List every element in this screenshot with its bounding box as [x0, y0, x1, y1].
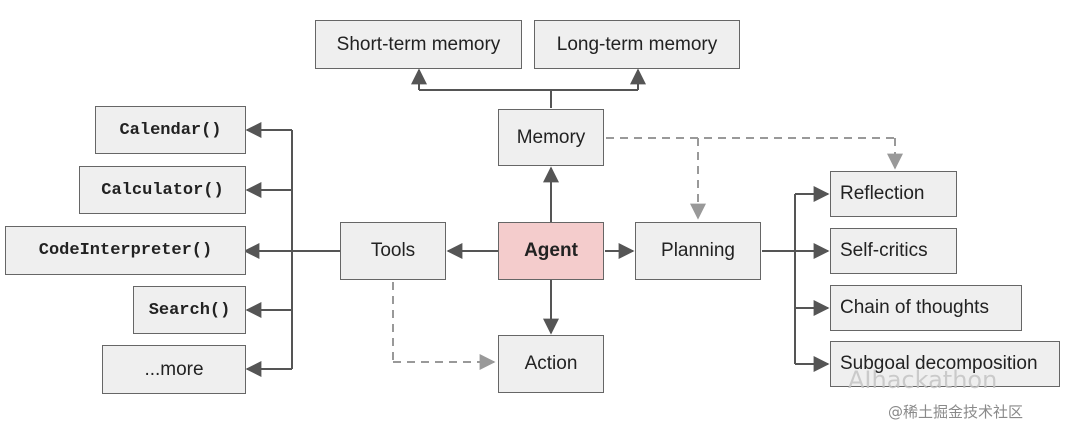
chain-of-thoughts-node: Chain of thoughts [830, 285, 1022, 331]
self-critics-node: Self-critics [830, 228, 957, 274]
watermark-secondary: @稀土掘金技术社区 [888, 403, 1024, 421]
long-term-memory-node: Long-term memory [534, 20, 740, 69]
reflection-node: Reflection [830, 171, 957, 217]
calculator-tool-node: Calculator() [79, 166, 246, 214]
action-node: Action [498, 335, 604, 393]
tools-node: Tools [340, 222, 446, 280]
search-tool-node: Search() [133, 286, 246, 334]
agent-connectors [446, 166, 635, 335]
planning-to-methods-connector [762, 186, 830, 372]
code-interpreter-tool-node: CodeInterpreter() [5, 226, 246, 275]
dashed-connectors [392, 137, 903, 370]
memory-to-submemory-connector [411, 68, 646, 108]
more-tools-node: ...more [102, 345, 246, 394]
memory-node: Memory [498, 109, 604, 166]
subgoal-decomposition-node: Subgoal decomposition [830, 341, 1060, 387]
calendar-tool-node: Calendar() [95, 106, 246, 154]
short-term-memory-node: Short-term memory [315, 20, 522, 69]
planning-node: Planning [635, 222, 761, 280]
watermark-primary: AIhackathon [848, 366, 998, 394]
tools-to-toollist-connector [243, 122, 340, 377]
agent-node: Agent [498, 222, 604, 280]
